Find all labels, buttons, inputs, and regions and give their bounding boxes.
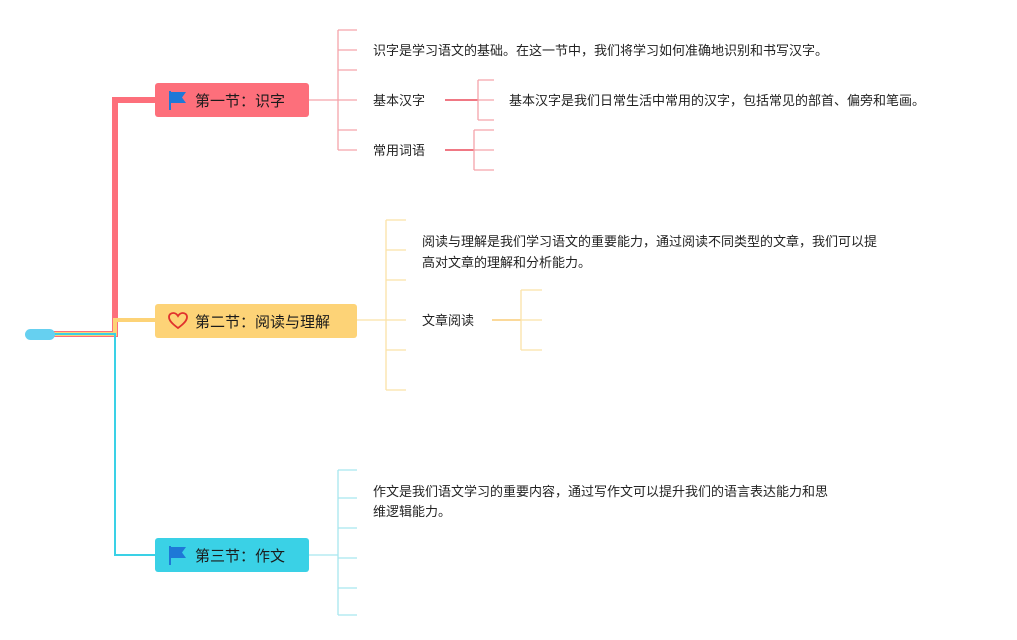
flag-icon <box>167 544 189 566</box>
section-2-node[interactable]: 第二节：阅读与理解 <box>155 304 357 338</box>
section-3-description-line-1: 作文是我们语文学习的重要内容，通过写作文可以提升我们的语言表达能力和思 <box>373 485 829 500</box>
heart-icon <box>167 310 189 332</box>
subtopic-article-reading[interactable]: 文章阅读 <box>422 314 475 329</box>
section-2-description-line-2: 高对文章的理解和分析能力。 <box>422 256 592 271</box>
section-2-description-line-1: 阅读与理解是我们学习语文的重要能力，通过阅读不同类型的文章，我们可以提 <box>422 235 878 250</box>
section-3-description-line-2: 维逻辑能力。 <box>373 505 452 520</box>
section-2-title: 第二节：阅读与理解 <box>195 312 331 331</box>
section-1-bracket <box>309 29 494 171</box>
subtopic-common-words[interactable]: 常用词语 <box>373 144 426 159</box>
subtopic-basic-characters[interactable]: 基本汉字 <box>373 94 426 109</box>
section-1-title: 第一节：识字 <box>195 91 286 110</box>
section-1-node[interactable]: 第一节：识字 <box>155 83 309 117</box>
section-2-bracket <box>357 219 542 391</box>
section-3-bracket <box>309 469 357 616</box>
connector-root-to-section-3 <box>50 333 155 556</box>
section-1-description: 识字是学习语文的基础。在这一节中，我们将学习如何准确地识别和书写汉字。 <box>373 44 829 59</box>
subtopic-basic-characters-description: 基本汉字是我们日常生活中常用的汉字，包括常见的部首、偏旁和笔画。 <box>509 94 926 109</box>
section-3-node[interactable]: 第三节：作文 <box>155 538 309 572</box>
connector-root-to-section-1 <box>50 97 155 337</box>
section-3-title: 第三节：作文 <box>195 546 286 565</box>
root-node[interactable] <box>25 329 55 340</box>
flag-icon <box>167 89 189 111</box>
